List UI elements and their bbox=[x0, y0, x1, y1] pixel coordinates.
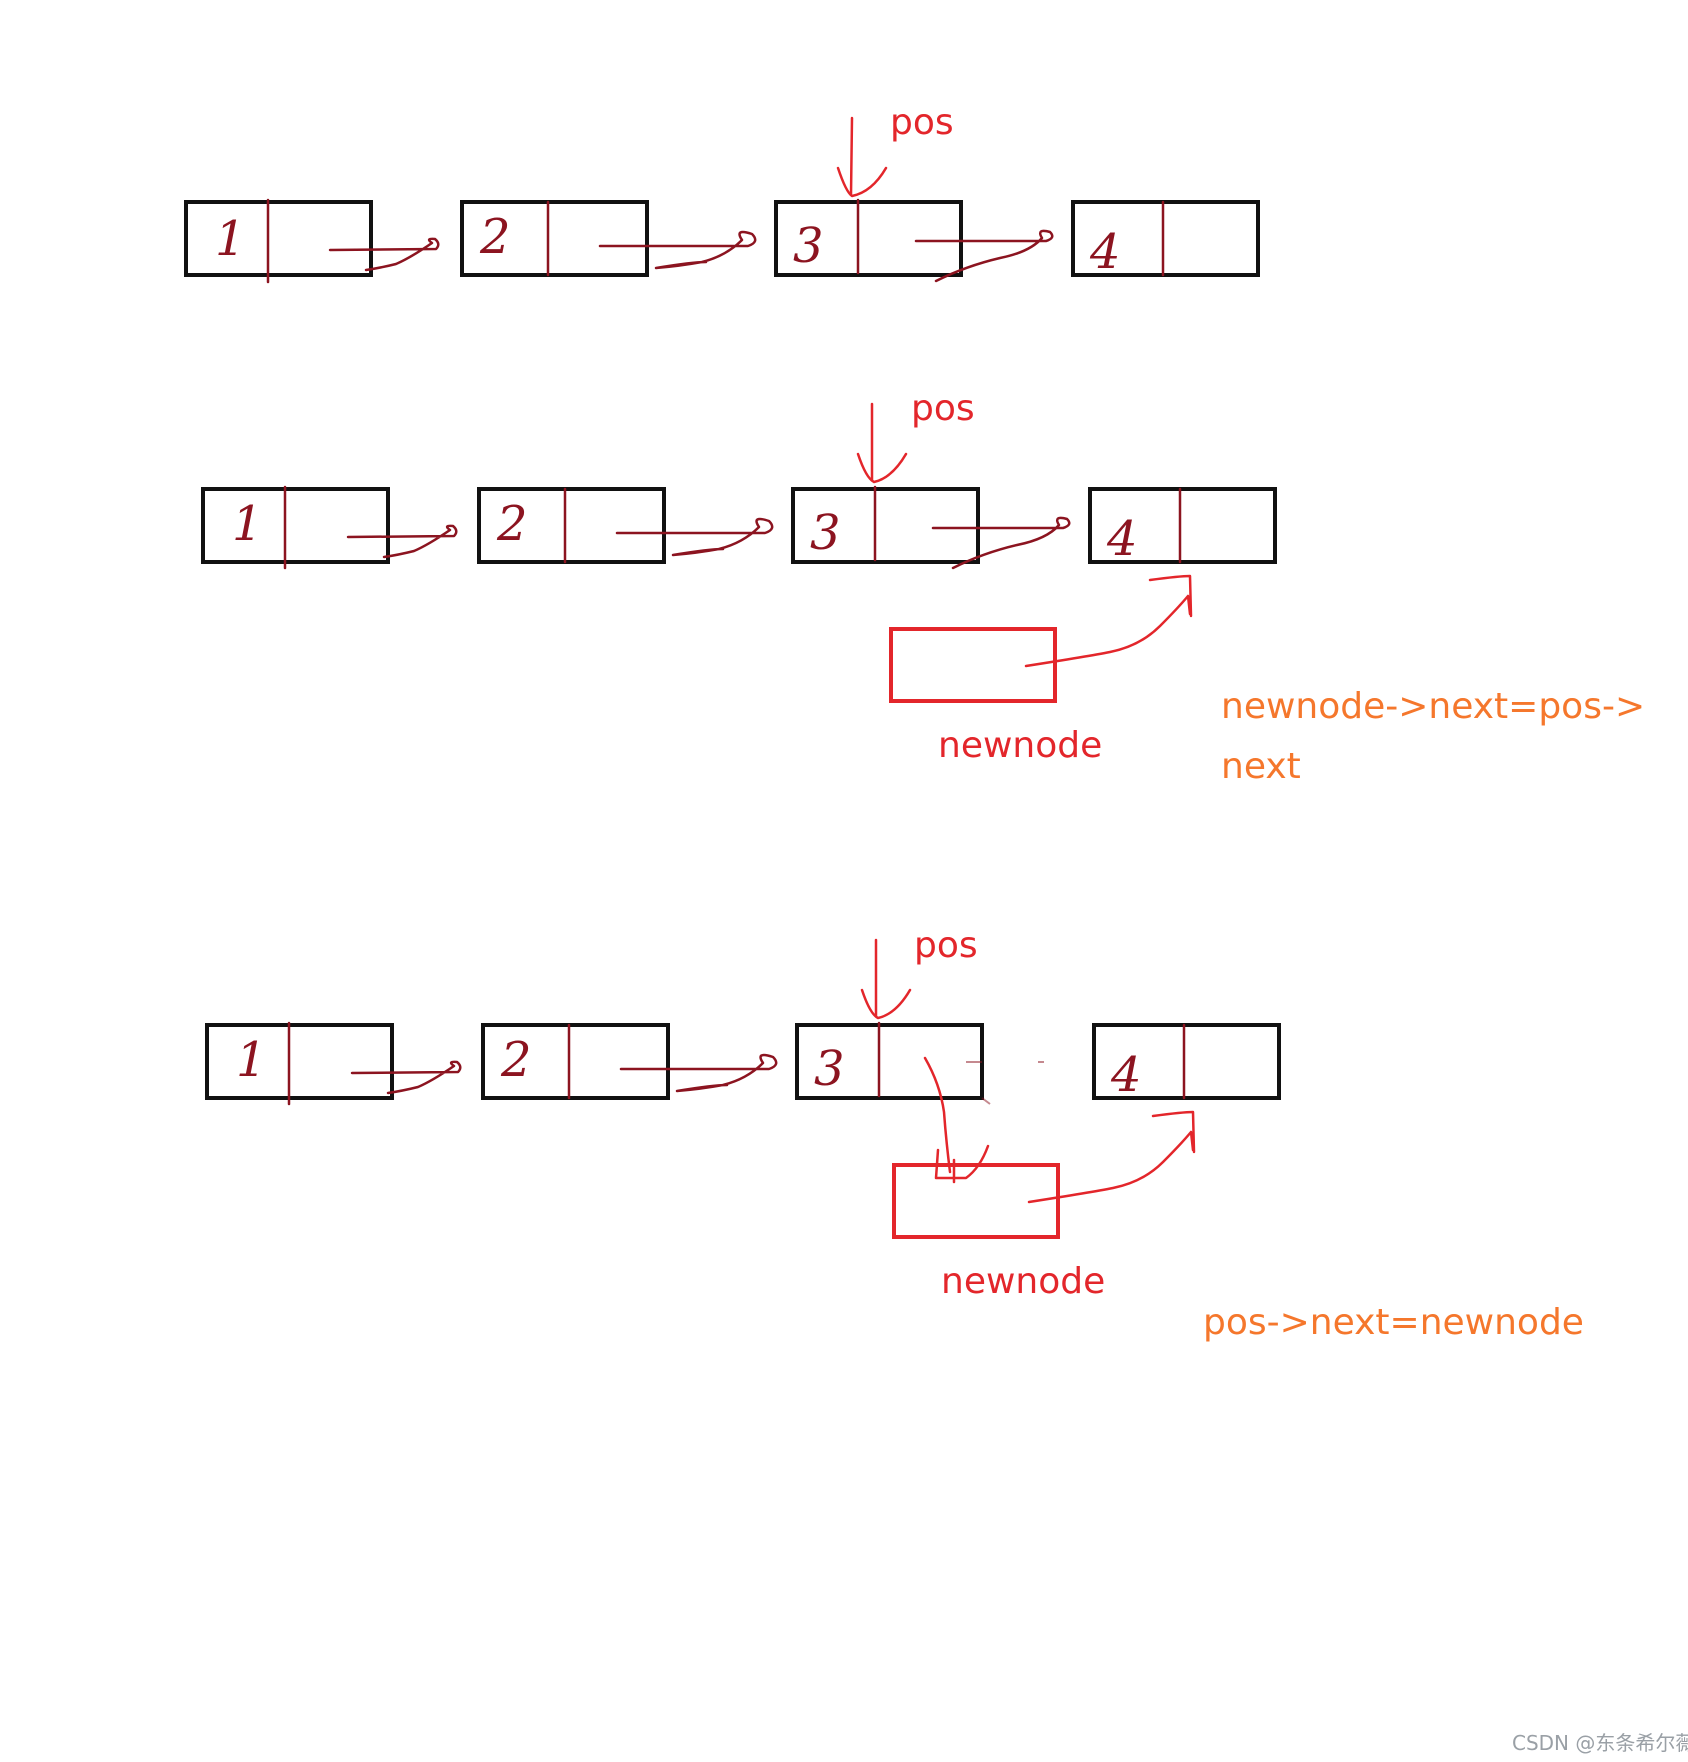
node-2-value: 2 bbox=[500, 1032, 532, 1088]
link-3-4 bbox=[914, 229, 1054, 283]
node-3-value: 3 bbox=[810, 505, 841, 561]
link-2-3 bbox=[619, 1053, 778, 1093]
node-4: 4 bbox=[1088, 487, 1277, 567]
link-1-2 bbox=[328, 237, 440, 272]
node-4-value: 4 bbox=[1110, 1047, 1142, 1103]
node-2: 2 bbox=[477, 487, 666, 564]
node-1: 1 bbox=[205, 1021, 394, 1106]
step-1: pos 1 2 3 4 bbox=[184, 102, 1260, 284]
code-line-2: next bbox=[1221, 746, 1301, 787]
node-3: 3 bbox=[795, 1021, 984, 1100]
node-3: 3 bbox=[774, 198, 963, 277]
node-3-value: 3 bbox=[814, 1041, 845, 1097]
pos-label: pos bbox=[911, 388, 975, 429]
link-1-2 bbox=[350, 1060, 462, 1095]
node-2-value: 2 bbox=[479, 209, 511, 265]
node-3: 3 bbox=[791, 485, 980, 564]
newnode: newnode bbox=[892, 1110, 1196, 1302]
newnode-label: newnode bbox=[938, 725, 1102, 766]
link-2-3 bbox=[615, 517, 774, 557]
pos-pointer: pos bbox=[856, 388, 975, 484]
node-4-value: 4 bbox=[1089, 224, 1121, 280]
code-line-1: pos->next=newnode bbox=[1203, 1302, 1584, 1343]
step-2: pos 1 2 3 4 newnode bbox=[201, 388, 1645, 787]
node-2: 2 bbox=[481, 1023, 670, 1100]
newnode: newnode bbox=[889, 574, 1193, 766]
pos-label: pos bbox=[890, 102, 954, 143]
pos-pointer: pos bbox=[860, 925, 978, 1020]
pos-label: pos bbox=[914, 925, 978, 966]
node-1: 1 bbox=[184, 198, 373, 284]
node-4: 4 bbox=[1071, 200, 1260, 280]
node-1: 1 bbox=[201, 485, 390, 570]
link-1-2 bbox=[346, 524, 458, 559]
node-1-value: 1 bbox=[232, 496, 263, 552]
node-1-value: 1 bbox=[215, 211, 246, 267]
link-2-3 bbox=[598, 230, 757, 270]
code-line-1: newnode->next=pos-> bbox=[1221, 686, 1645, 727]
node-2: 2 bbox=[460, 200, 649, 277]
step-3: pos 1 2 3 4 ne bbox=[205, 925, 1584, 1343]
pos-pointer: pos bbox=[836, 102, 954, 198]
node-3-value: 3 bbox=[793, 218, 824, 274]
watermark: CSDN @东条希尔薇 bbox=[1512, 1731, 1688, 1755]
erased-link-3-4 bbox=[966, 1061, 1044, 1105]
newnode-label: newnode bbox=[941, 1261, 1105, 1302]
node-4: 4 bbox=[1092, 1023, 1281, 1103]
node-4-value: 4 bbox=[1106, 511, 1138, 567]
node-2-value: 2 bbox=[496, 496, 528, 552]
node-1-value: 1 bbox=[236, 1032, 267, 1088]
link-3-4 bbox=[931, 516, 1071, 570]
